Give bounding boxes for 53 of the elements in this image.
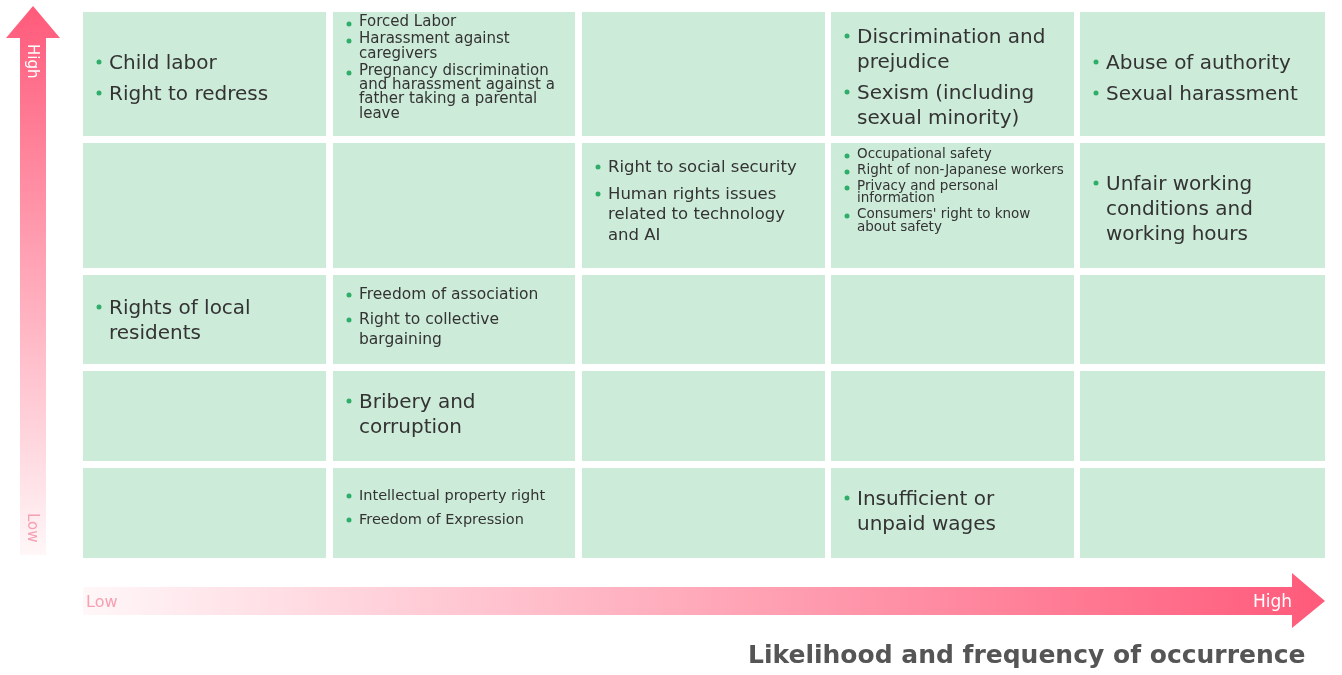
- matrix-cell: [333, 143, 575, 268]
- matrix-cell: [582, 12, 825, 136]
- matrix-cell: [83, 371, 326, 461]
- bullet-item: Privacy and personal information: [857, 176, 999, 206]
- matrix-cell: [831, 275, 1074, 364]
- bullet-item: Freedom of association: [359, 285, 539, 303]
- matrix-cell: [333, 371, 575, 461]
- bullet-item: Insufficient or unpaid wages: [857, 486, 996, 535]
- bullet-item: Right to social security: [608, 157, 797, 176]
- axis-label: High: [1253, 591, 1293, 611]
- matrix-cell: [831, 371, 1074, 461]
- matrix-cell: [831, 468, 1074, 558]
- axis-label: Low: [86, 592, 118, 611]
- bullet-item: Sexual harassment: [1106, 81, 1298, 105]
- matrix-cell: [333, 468, 575, 558]
- matrix-cell: [83, 468, 326, 558]
- matrix-cell: [83, 275, 326, 364]
- bullet-item: Harassment against caregivers: [359, 29, 510, 62]
- matrix-cell: [1080, 468, 1325, 558]
- matrix-cell: [582, 275, 825, 364]
- axis-title: Likelihood and frequency of occurrence: [748, 640, 1306, 669]
- bullet-item: Abuse of authority: [1106, 50, 1291, 74]
- bullet-item: Sexism (including sexual minority): [857, 80, 1035, 129]
- matrix-cell: [83, 12, 326, 136]
- matrix-cell: [83, 143, 326, 268]
- matrix-cell: [1080, 12, 1325, 136]
- bullet-item: Pregnancy discrimination and harassment against a father taking a parental leave: [359, 60, 555, 122]
- axis-label: High: [24, 44, 42, 79]
- matrix-cell: [1080, 275, 1325, 364]
- bullet-item: Occupational safety: [857, 145, 992, 161]
- matrix-cell: [1080, 371, 1325, 461]
- bullet-item: Rights of local residents: [109, 295, 251, 344]
- bullet-item: Discrimination and prejudice: [857, 24, 1046, 73]
- bullet-item: Intellectual property right: [359, 487, 546, 503]
- bullet-item: Human rights issues related to technology and AI: [608, 183, 786, 244]
- bullet-item: Right of non-Japanese workers: [857, 160, 1064, 177]
- bullet-item: Bribery and corruption: [359, 389, 476, 438]
- matrix-cell: [1080, 143, 1325, 268]
- bullet-item: Child labor: [109, 50, 217, 74]
- bullet-item: Right to collective bargaining: [359, 310, 499, 348]
- matrix-cell: [831, 143, 1074, 268]
- bullet-item: Unfair working conditions and working hours: [1106, 171, 1253, 245]
- matrix-cell: [582, 468, 825, 558]
- matrix-cell: [582, 143, 825, 268]
- bullet-item: Freedom of Expression: [359, 511, 524, 528]
- bullet-item: Forced Labor: [359, 12, 457, 30]
- axis-label: Low: [24, 513, 42, 543]
- matrix-cell: [582, 371, 825, 461]
- matrix-cell: [831, 12, 1074, 136]
- bullet-item: Consumers' right to know about safety: [857, 205, 1031, 235]
- matrix-cell: [333, 275, 575, 364]
- matrix-cell: [333, 12, 575, 136]
- bullet-item: Right to redress: [109, 81, 269, 105]
